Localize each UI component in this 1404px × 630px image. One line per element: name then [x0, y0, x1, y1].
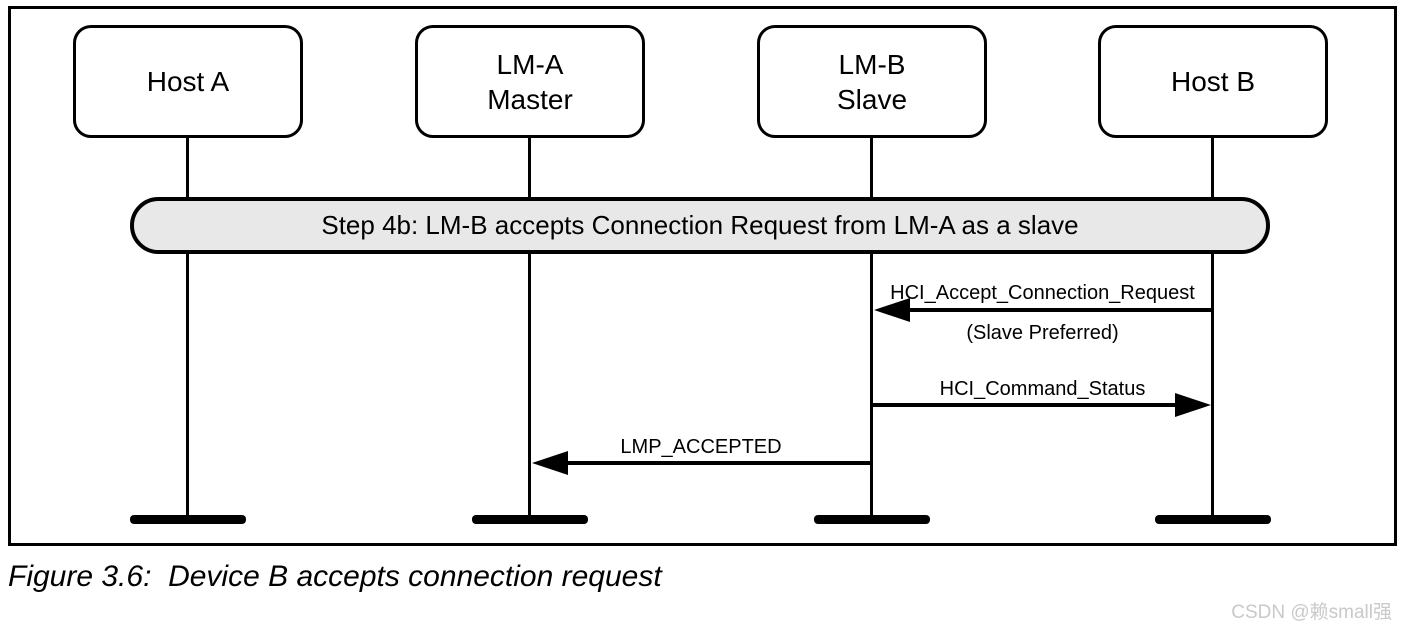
message-sublabel-slave-preferred: (Slave Preferred) [966, 322, 1119, 344]
lifeline-lm-a [528, 138, 531, 520]
ground-bar-lm-a [472, 515, 588, 524]
actor-box-lm-b: LM-B Slave [757, 25, 987, 138]
arrowhead-left-icon [874, 298, 910, 322]
figure-caption: Figure 3.6: Device B accepts connection … [8, 560, 662, 593]
watermark-text: CSDN @赖small强 [1231, 602, 1392, 623]
actor-box-host-b: Host B [1098, 25, 1328, 138]
actor-sublabel: Slave [836, 83, 908, 115]
message-label-lmp-accepted: LMP_ACCEPTED [620, 436, 782, 458]
lifeline-host-b [1211, 138, 1214, 520]
lifeline-host-a [186, 138, 189, 520]
step-banner-label: Step 4b: LM-B accepts Connection Request… [321, 210, 1079, 240]
message-label-hci-accept-connection-request: HCI_Accept_Connection_Request [890, 282, 1195, 304]
ground-bar-lm-b [814, 515, 930, 524]
lifeline-lm-b [870, 138, 873, 520]
message-label-hci-command-status: HCI_Command_Status [939, 378, 1146, 400]
step-banner: Step 4b: LM-B accepts Connection Request… [130, 197, 1270, 254]
actor-label: LM-B [838, 48, 906, 80]
actor-box-host-a: Host A [73, 25, 303, 138]
arrowhead-right-icon [1175, 393, 1211, 417]
message-line [872, 403, 1205, 407]
actor-label: Host B [1170, 66, 1256, 97]
ground-bar-host-a [130, 515, 246, 524]
actor-box-lm-a: LM-A Master [415, 25, 645, 138]
actor-label: Host A [146, 66, 230, 97]
message-line [880, 308, 1213, 312]
arrowhead-left-icon [532, 451, 568, 475]
ground-bar-host-b [1155, 515, 1271, 524]
actor-label: LM-A [496, 48, 564, 80]
message-line [538, 461, 872, 465]
actor-sublabel: Master [487, 83, 573, 115]
